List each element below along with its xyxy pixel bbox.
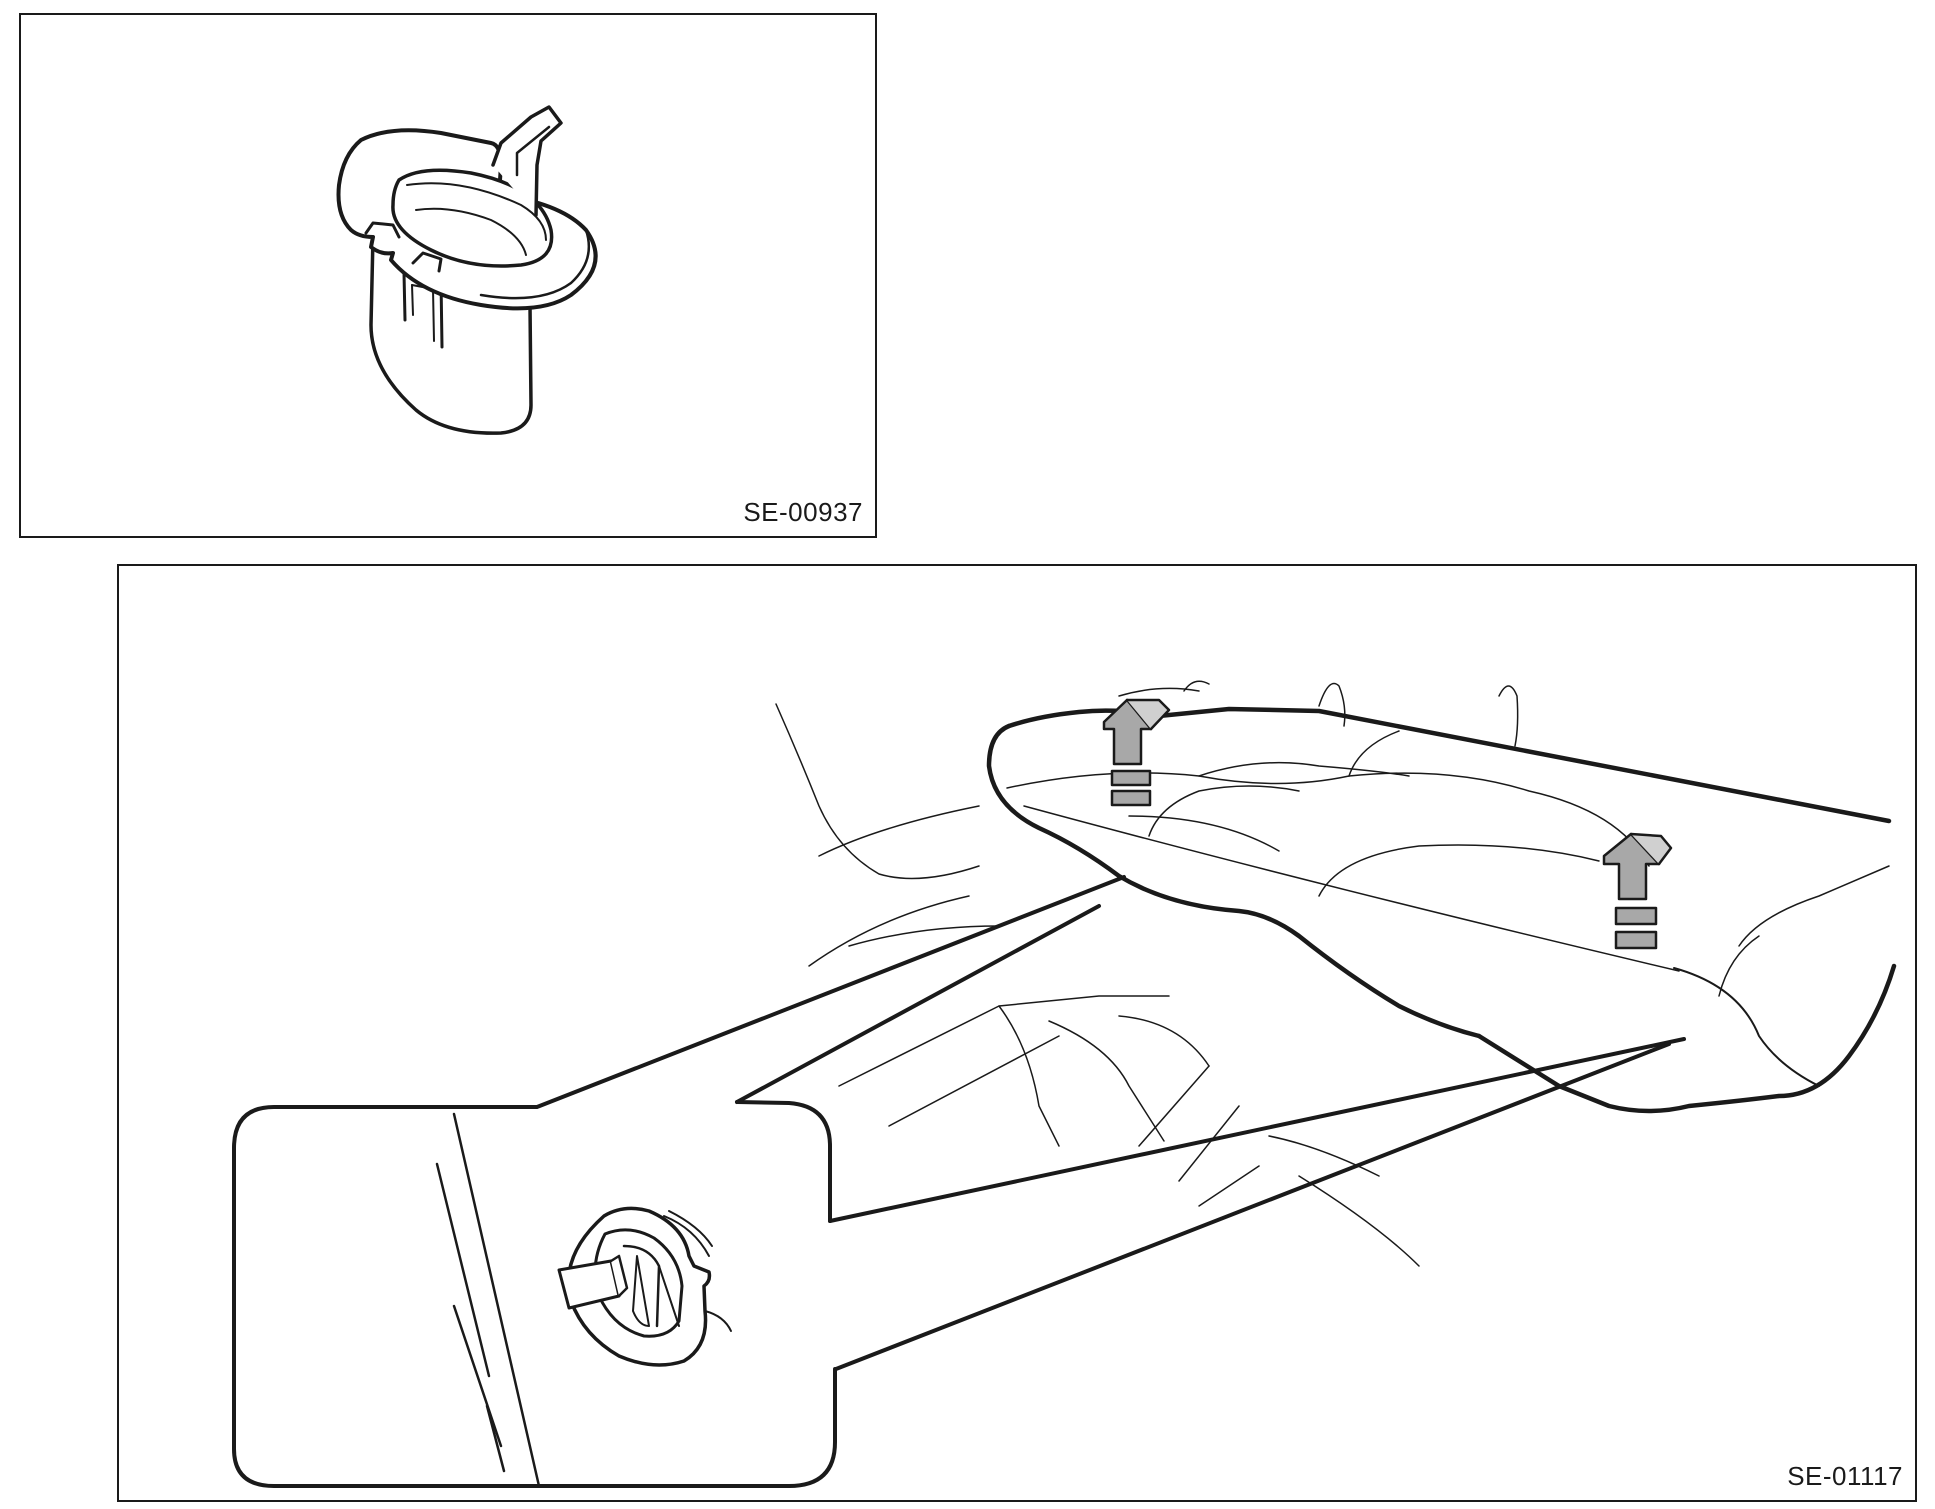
callout-leader-2 [735,904,1101,1104]
callout-icon [232,1100,837,1488]
cushion-bottom-edge [1476,963,1897,1114]
cushion-front-edge [986,723,1482,1039]
background-lines [775,680,1890,1267]
clip-icon [336,105,598,435]
figure-panel-seat: SE-01117 [117,564,1917,1502]
figure-code: SE-00937 [743,497,863,527]
figure-panel-clip: SE-00937 [19,13,877,538]
callout-leader-4 [834,1042,1671,1371]
figure-code: SE-01117 [1787,1461,1903,1491]
callout-trim-lines [435,1112,541,1488]
seat-diagram [232,680,1897,1488]
installed-clip [557,1206,732,1367]
callout-leader-3 [828,1037,1686,1223]
up-arrow-icon [1102,698,1171,807]
callout-leader-1 [535,875,1126,1109]
up-arrow-icon [1602,832,1673,950]
